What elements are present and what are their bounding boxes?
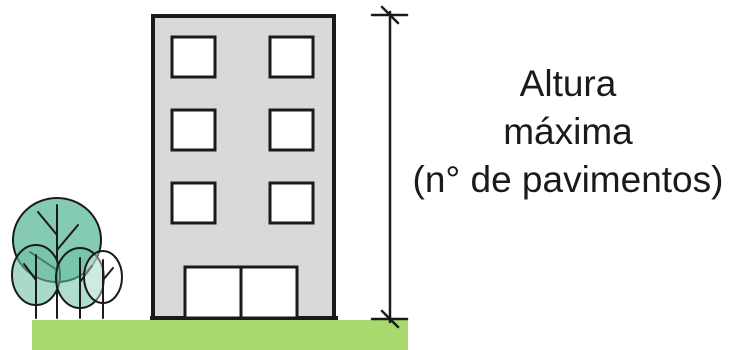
window-1-right bbox=[268, 35, 315, 79]
height-label-line-1: Altura bbox=[519, 63, 617, 104]
height-label: Altura máxima (n° de pavimentos) bbox=[398, 60, 738, 204]
window-3-left bbox=[170, 181, 217, 225]
building bbox=[150, 14, 338, 320]
window-3-right bbox=[268, 181, 315, 225]
height-label-line-3: (n° de pavimentos) bbox=[412, 159, 724, 200]
tree-small-right bbox=[83, 250, 123, 319]
ground bbox=[32, 320, 408, 350]
window-2-left bbox=[170, 108, 217, 152]
trees-group bbox=[11, 197, 123, 319]
window-2-right bbox=[268, 108, 315, 152]
window-1-left bbox=[170, 35, 217, 79]
height-label-line-2: máxima bbox=[503, 111, 633, 152]
height-dimension bbox=[370, 5, 409, 329]
tree-small-left bbox=[11, 244, 61, 319]
dimension-bottom-slash bbox=[380, 309, 400, 329]
dimension-top-slash bbox=[380, 5, 400, 25]
